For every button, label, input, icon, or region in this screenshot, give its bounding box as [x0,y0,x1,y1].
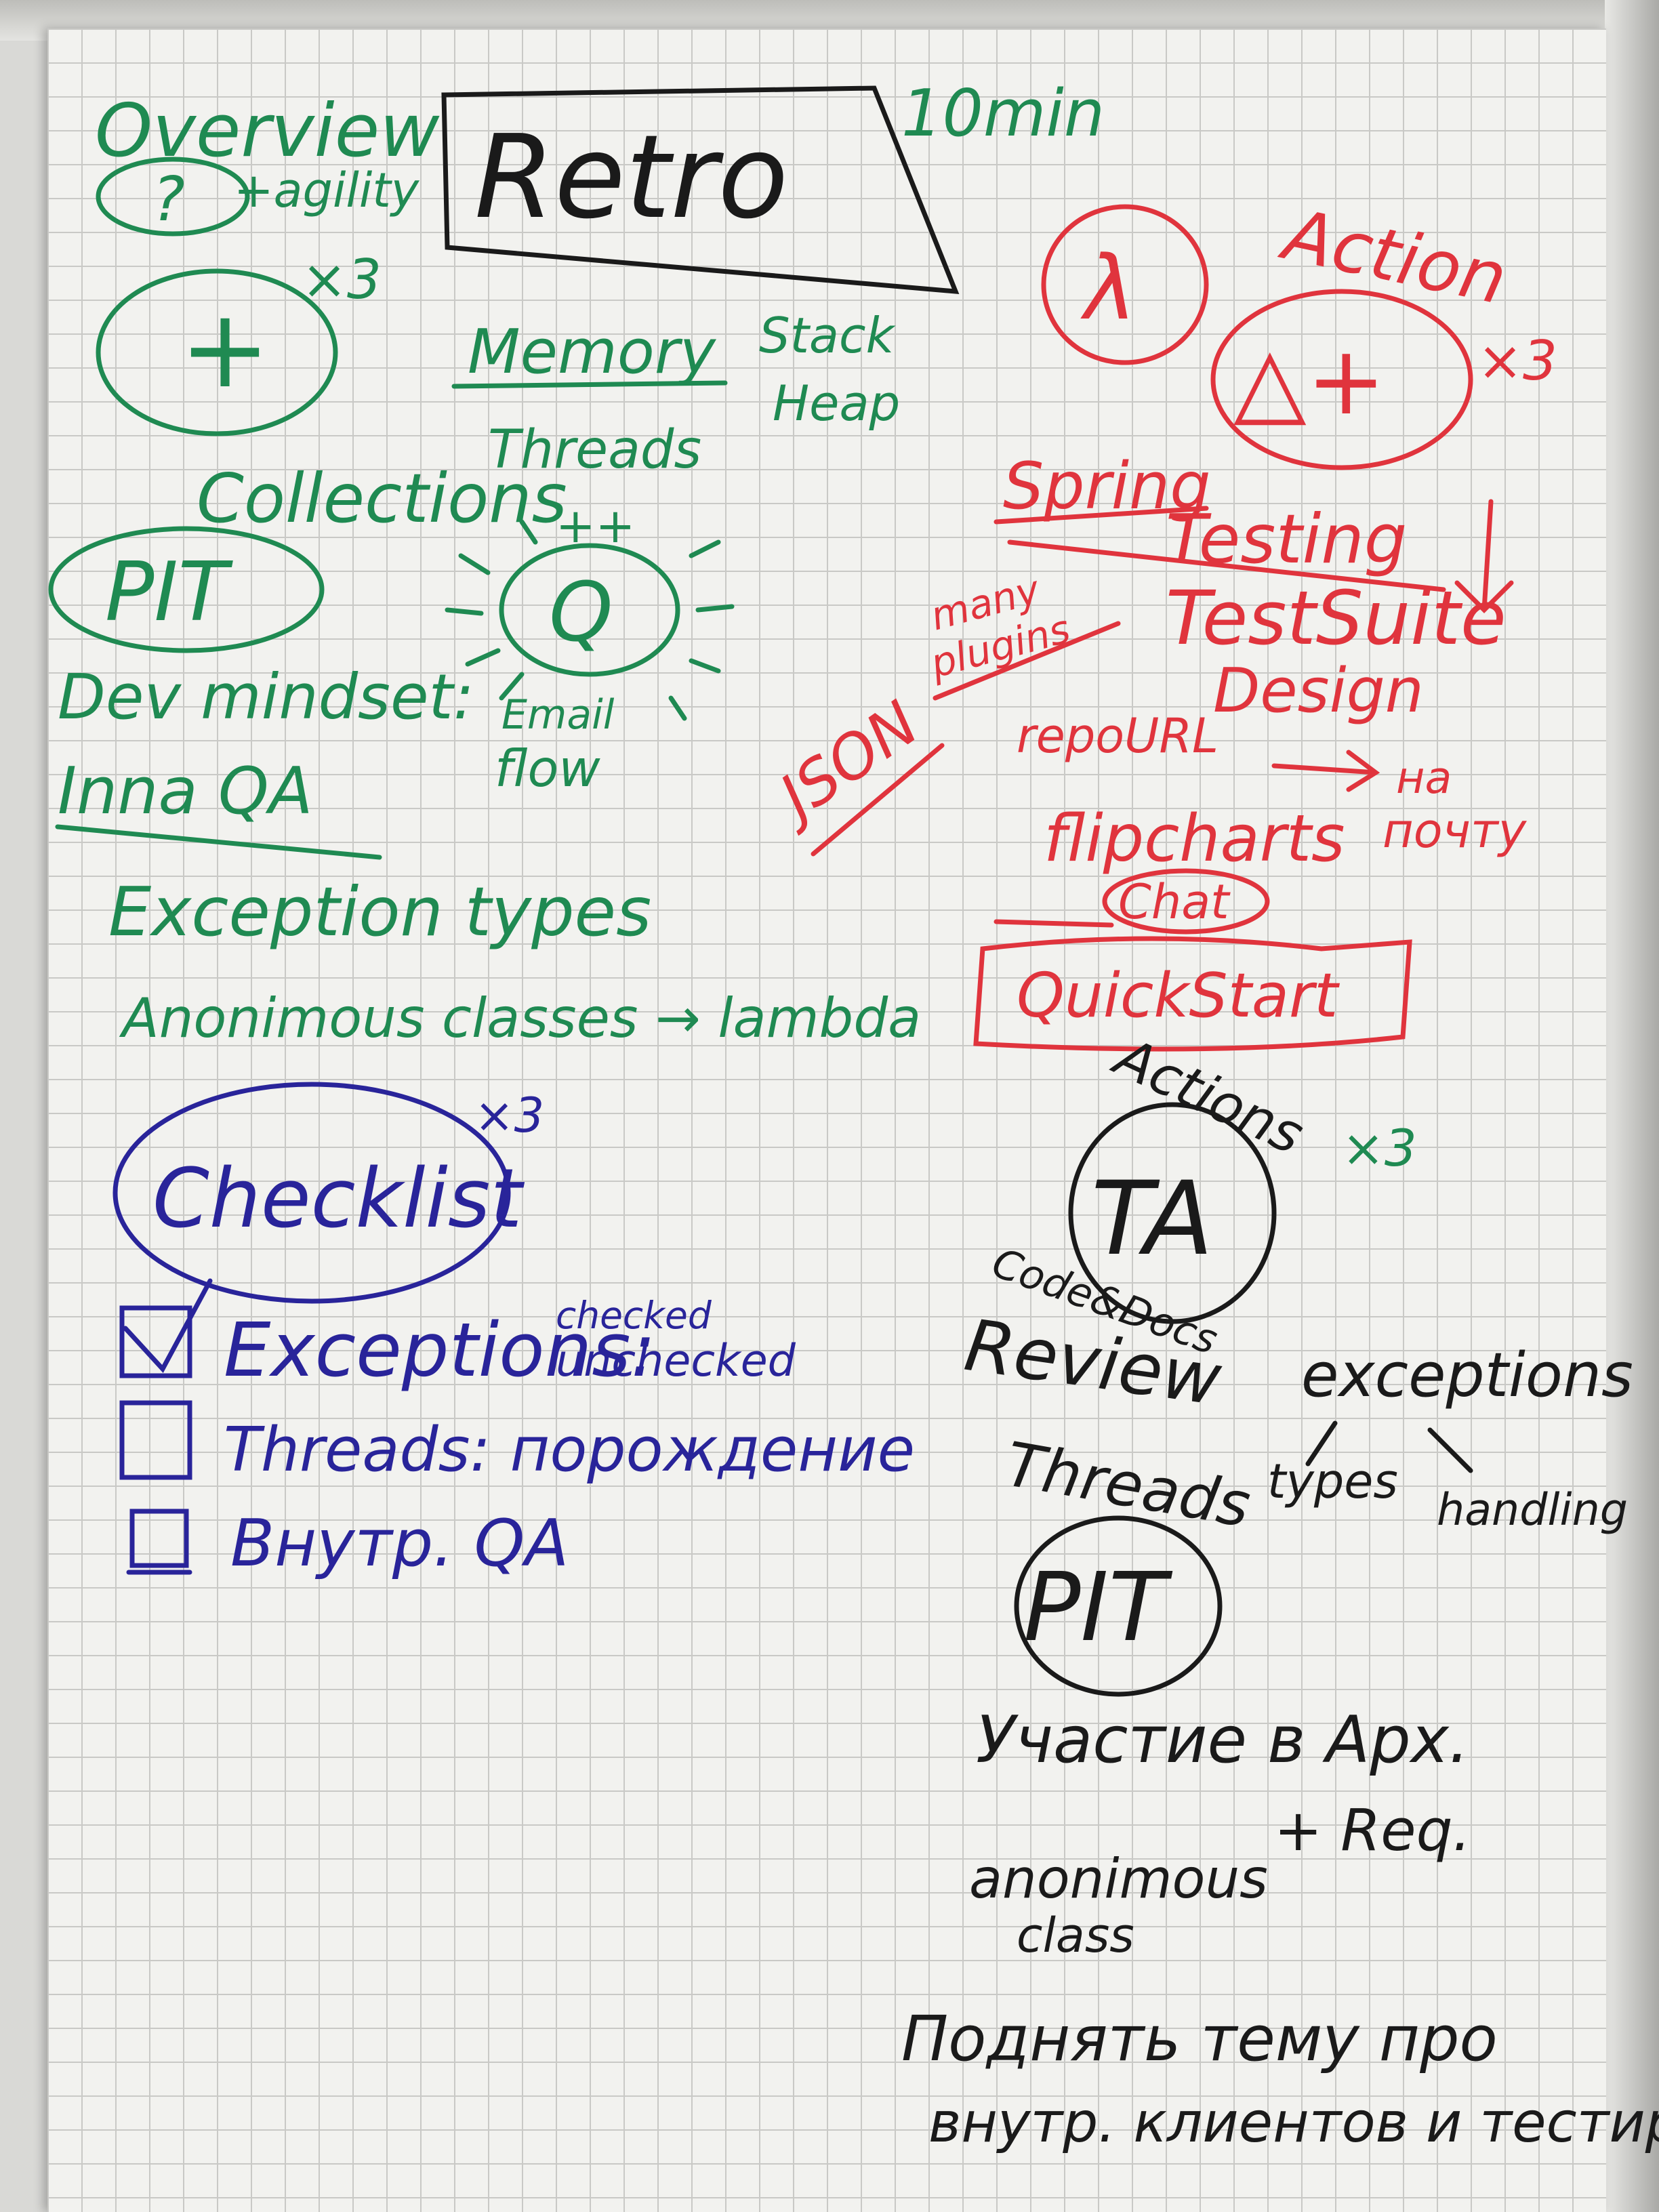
json-text: JSON [759,688,931,838]
quickstart-text: QuickStart [1017,960,1340,1031]
check-mark-icon [123,1278,213,1373]
delta-x-circle [1041,204,1209,365]
pit-circle-black [1014,1515,1223,1697]
checklist-x3: ×3 [474,1088,544,1143]
ta-text: TA [1091,1160,1213,1278]
memory-underline [451,380,728,389]
class-text: class [1017,1908,1134,1963]
x3-plus: ×3 [302,248,382,311]
question-circle [96,157,250,237]
memory-text: Memory [468,316,717,388]
flipcharts-text: flipcharts [1044,802,1345,876]
sheet-right-shadow [1605,0,1659,2212]
checklist-oval [112,1082,511,1304]
plus-symbol: + [180,285,270,412]
q-text: Q [549,566,613,660]
plugins-underline [933,621,1121,701]
exceptions-text: exceptions [1301,1340,1633,1411]
dev-mindset-text: Dev mindset: [58,661,474,733]
testing-underline [1007,539,1446,592]
delta-plus-circle [1210,289,1473,470]
quickstart-box [973,936,1412,1052]
agility-text: +agility [234,163,420,218]
checkbox-threads[interactable] [119,1400,192,1480]
stack-text: Stack [759,307,897,364]
anonimous-text: anonimous [969,1847,1268,1910]
exceptions-branches [1305,1420,1473,1473]
checklist-item-exceptions: Exceptions: [224,1307,656,1393]
down-arrow-icon [1454,499,1514,613]
repourl-text: repoURL [1017,708,1218,764]
checklist-item-threads: Threads: порождение [224,1414,915,1486]
inna-qa-underline [55,824,382,860]
flipchart-sheet [47,28,1606,2212]
exception-types-text: Exception types [108,872,651,951]
retro-box [441,85,960,294]
q-sun-rays [445,519,735,721]
unchecked-note: unchecked [556,1336,796,1387]
q-circle [499,543,680,677]
ta-circle [1068,1102,1277,1324]
req-text: + Req. [1274,1797,1471,1864]
delta-plus-symbol: △+ [1233,326,1386,436]
pit-text-green: PIT [105,546,234,640]
types-text: types [1267,1454,1398,1509]
na-text: на [1396,753,1452,804]
ta-x3: ×3 [1342,1118,1417,1178]
checklist-item-inner-qa: Внутр. QA [230,1507,569,1581]
email-text: Email [501,691,615,739]
checklist-title: Checklist [152,1152,525,1246]
action-text-red: Action [1273,192,1514,321]
collections-text: Collections [197,459,567,538]
retro-title: Retro [474,110,788,245]
checkbox-exceptions[interactable] [119,1305,192,1378]
podnyat-line-2: внутр. клиентов и тестир. [928,2091,1659,2155]
flow-text: flow [495,739,600,798]
threads-text-green: Threads [488,419,701,480]
podnyat-line-1: Поднять тему про [901,2003,1498,2075]
heap-text: Heap [773,375,900,432]
design-text: Design [1213,655,1424,726]
chat-arrow [994,919,1114,928]
pit-text-black: PIT [1023,1553,1173,1663]
chat-oval [1102,868,1270,935]
json-underline [811,743,945,857]
question-mark: ? [152,164,185,235]
right-arrow-icon [1271,750,1380,792]
pit-circle-green [48,526,325,653]
testsuite-text: TestSuite [1166,575,1507,661]
chat-text: Chat [1118,874,1231,930]
threads-text-black: Threads [1000,1429,1255,1542]
inna-qa-text: Inna QA [58,754,313,829]
uchastie-text: Участие в Арх. [976,1703,1469,1778]
spring-underline [994,506,1209,525]
delta-x-symbol: λ [1080,237,1136,340]
checked-note: checked [556,1294,712,1337]
plus-circle [96,268,338,436]
ten-min-text: 10min [901,77,1105,151]
x3-action: ×3 [1477,329,1557,392]
handling-text: handling [1437,1485,1628,1536]
testing-text: Testing [1166,499,1407,579]
anonymous-lambda-text: Anonimous classes → lambda [119,987,921,1050]
checkbox-inner-qa[interactable] [129,1509,189,1568]
pochtu-text: почту [1382,803,1528,859]
